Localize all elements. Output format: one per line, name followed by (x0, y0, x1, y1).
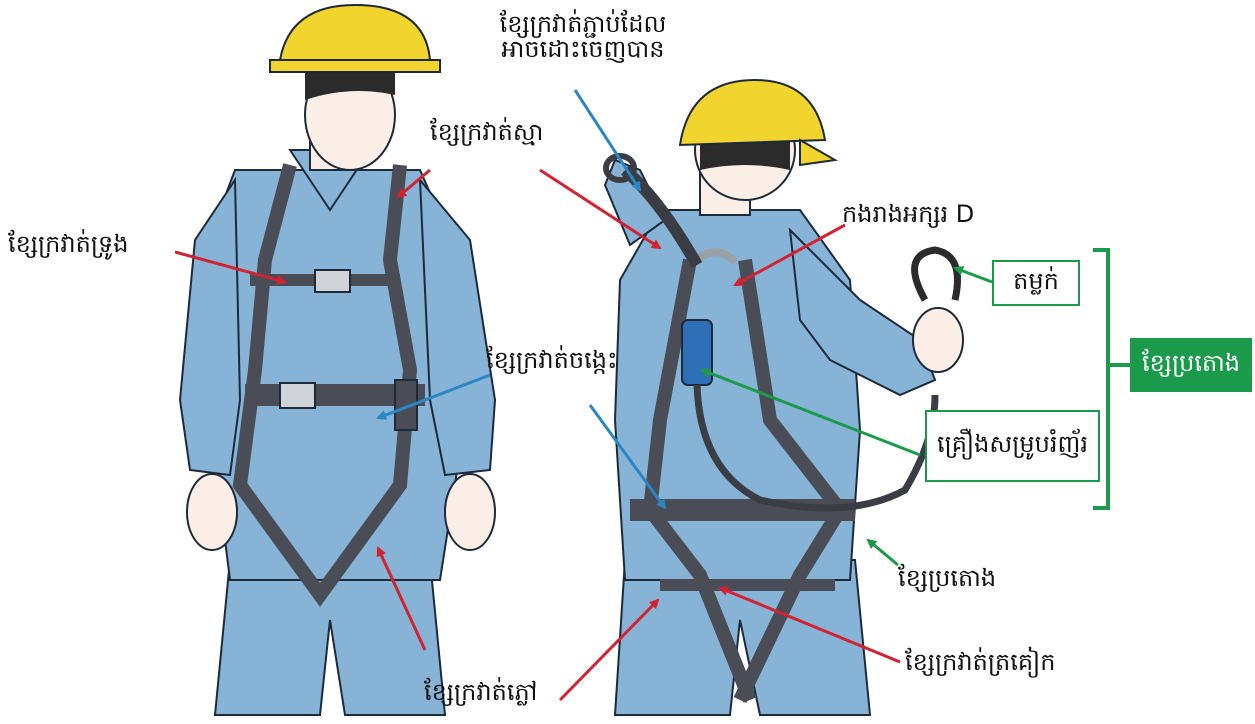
label-shock-absorber-box: គ្រឿងសម្រូបរំញ័រ (925, 410, 1100, 482)
label-detachable-strap-line1: ខ្សែក្រវាត់ភ្ជាប់ដែល (478, 12, 688, 37)
label-lanyard: ខ្សែប្រតោង (898, 566, 996, 591)
label-d-ring: កងរាងអក្សរ D (842, 202, 974, 227)
label-detachable-strap: ខ្សែក្រវាត់ភ្ជាប់ដែល អាចដោះចេញបាន (478, 12, 688, 62)
label-shock-absorber: គ្រឿងសម្រូបរំញ័រ (937, 429, 1088, 464)
arrow-lanyard (868, 540, 898, 565)
label-lanyard-group-box: ខ្សែប្រតោង (1130, 338, 1252, 392)
label-chest-strap: ខ្សែក្រវាត់ទ្រូង (8, 232, 128, 257)
label-buttock-strap: ខ្សែក្រវាត់ត្រគៀក (905, 650, 1055, 675)
front-worker-figure (180, 5, 495, 715)
label-shoulder-strap: ខ្សែក្រវាត់ស្មា (430, 120, 543, 145)
back-worker-figure (605, 80, 963, 715)
label-hook: តម្លក់ (1013, 266, 1059, 301)
label-detachable-strap-line2: អាចដោះចេញបាន (478, 37, 688, 62)
label-waist-belt: ខ្សែក្រវាត់ចង្កេះ (486, 348, 617, 373)
label-thigh-strap: ខ្សែក្រវាត់ភ្លៅ (424, 680, 537, 705)
label-lanyard-group: ខ្សែប្រតោង (1142, 348, 1240, 383)
label-hook-box: តម្លក់ (992, 260, 1080, 306)
